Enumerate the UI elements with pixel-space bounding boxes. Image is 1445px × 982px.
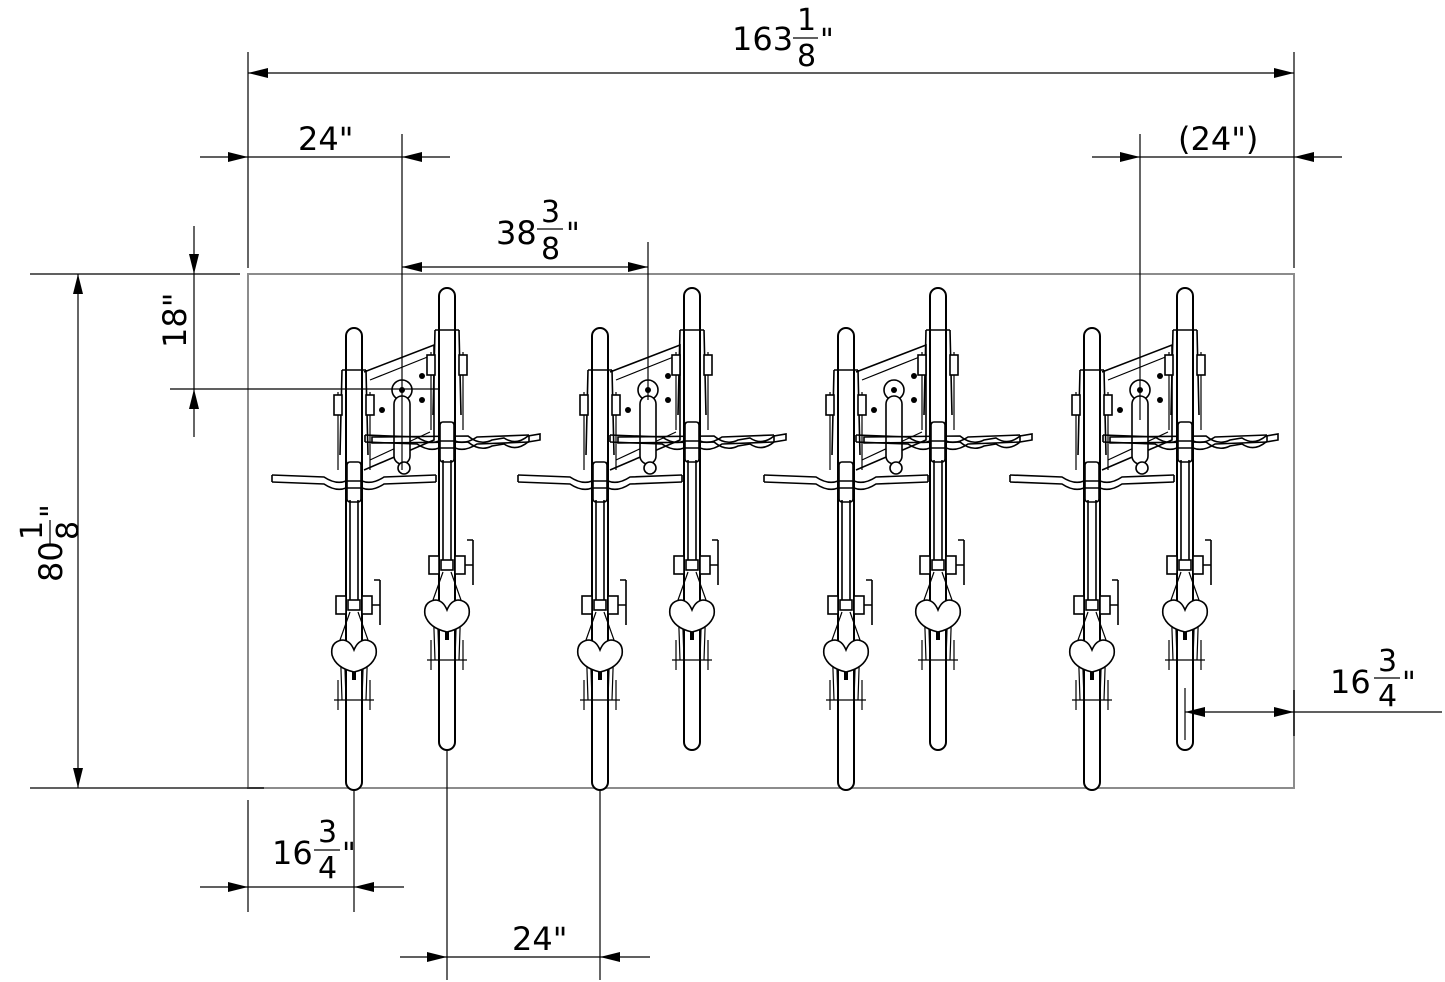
overall-depth-whole: 80 [32, 541, 70, 582]
overall-depth-den: 8 [51, 521, 86, 540]
pair-spacing-unit: " [566, 217, 580, 252]
dim-bottom-spacing: 24" [400, 750, 650, 980]
bike-8 [1102, 287, 1268, 751]
right-clearance-unit: " [1402, 666, 1416, 701]
dim-overall-depth: 80 1 8 " [15, 273, 264, 789]
bike-3 [517, 327, 683, 791]
bike-7 [1009, 327, 1175, 791]
dim-rack-offset: 18" [156, 226, 440, 437]
left-clearance-unit: " [342, 837, 356, 872]
left-clearance-whole: 16 [272, 834, 313, 872]
bike-6 [855, 287, 1021, 751]
overall-width-whole: 163 [732, 20, 793, 58]
overall-width-num: 1 [797, 3, 816, 38]
dim-overall-width: 163 1 8 " [247, 3, 1295, 268]
bike-2 [364, 287, 530, 751]
right-spacing-label: (24") [1178, 120, 1258, 158]
right-clearance-den: 4 [1378, 679, 1397, 714]
left-clearance-den: 4 [318, 851, 337, 886]
pair-spacing-den: 8 [541, 232, 560, 267]
bottom-spacing-label: 24" [512, 920, 567, 958]
left-spacing-label: 24" [298, 120, 353, 158]
bike-5 [763, 327, 929, 791]
overall-depth-num: 1 [15, 521, 50, 540]
left-clearance-num: 3 [318, 815, 337, 850]
footprint-outline [247, 273, 1295, 789]
dim-pair-spacing: 38 3 8 " [402, 195, 649, 400]
bike-1 [271, 327, 437, 791]
rack-offset-label: 18" [156, 293, 194, 348]
right-clearance-whole: 16 [1330, 663, 1371, 701]
dim-left-clearance: 16 3 4 " [200, 790, 404, 912]
bike-4 [609, 287, 775, 751]
dim-right-spacing: (24") [1092, 120, 1342, 420]
pair-spacing-whole: 38 [496, 214, 537, 252]
dim-left-spacing: 24" [200, 120, 450, 470]
overall-width-den: 8 [797, 39, 816, 74]
pair-spacing-num: 3 [541, 195, 560, 230]
dim-right-clearance: 16 3 4 " [1184, 644, 1442, 740]
right-clearance-num: 3 [1378, 644, 1397, 679]
overall-width-unit: " [820, 23, 834, 58]
overall-depth-unit: " [35, 504, 70, 518]
